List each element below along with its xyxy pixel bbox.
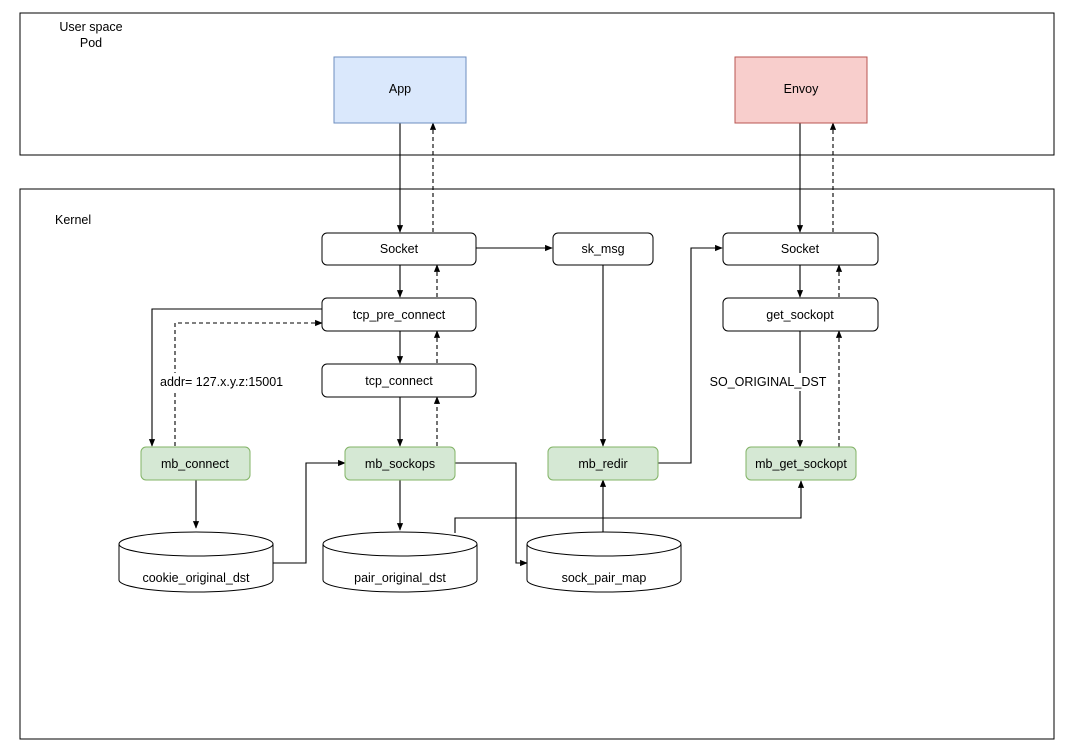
edge-pair-original-dst-to-mb-get-sockopt: [454, 480, 805, 533]
tcp-pre-connect-node[interactable]: tcp_pre_connect: [321, 297, 477, 332]
socket-left-label: Socket: [380, 242, 419, 256]
tcp-pre-connect-label: tcp_pre_connect: [353, 308, 446, 322]
mb-redir-node[interactable]: mb_redir: [547, 446, 659, 481]
get-sockopt-node[interactable]: get_sockopt: [722, 297, 879, 332]
envoy-node[interactable]: Envoy: [734, 56, 868, 124]
user-space-region: User space Pod: [19, 12, 1055, 156]
mb-get-sockopt-label: mb_get_sockopt: [755, 457, 847, 471]
get-sockopt-label: get_sockopt: [766, 308, 834, 322]
app-node[interactable]: App: [333, 56, 467, 124]
edge-label-so-original-dst: SO_ORIGINAL_DST: [710, 375, 827, 389]
edge-mb-connect-to-tcp-pre-connect: [174, 319, 323, 446]
mb-sockops-label: mb_sockops: [365, 457, 435, 471]
cookie-original-dst-map[interactable]: cookie_original_dst: [118, 531, 274, 593]
mb-sockops-node[interactable]: mb_sockops: [344, 446, 456, 481]
edge-label-addr: addr= 127.x.y.z:15001: [160, 375, 283, 389]
tcp-connect-label: tcp_connect: [365, 374, 433, 388]
socket-right-label: Socket: [781, 242, 820, 256]
user-space-title: User space: [59, 20, 122, 34]
edge-cookie-to-mb-sockops: [273, 459, 346, 564]
mb-get-sockopt-node[interactable]: mb_get_sockopt: [745, 446, 857, 481]
socket-left-node[interactable]: Socket: [321, 232, 477, 266]
edges: [148, 122, 843, 567]
app-label: App: [389, 82, 411, 96]
mb-redir-label: mb_redir: [578, 457, 627, 471]
envoy-label: Envoy: [784, 82, 819, 96]
edge-tcp-pre-connect-to-mb-connect: [148, 308, 322, 447]
sock-pair-map[interactable]: sock_pair_map: [526, 531, 682, 593]
pair-original-dst-map[interactable]: pair_original_dst: [322, 531, 478, 593]
pod-title: Pod: [80, 36, 102, 50]
tcp-connect-node[interactable]: tcp_connect: [321, 363, 477, 398]
socket-right-node[interactable]: Socket: [722, 232, 879, 266]
edge-mb-sockops-to-sock-pair-map: [455, 462, 528, 567]
kernel-title: Kernel: [55, 213, 91, 227]
mb-connect-node[interactable]: mb_connect: [140, 446, 251, 481]
cookie-original-dst-label: cookie_original_dst: [142, 571, 250, 585]
edge-mb-redir-to-socket-right: [658, 244, 723, 464]
sock-pair-map-label: sock_pair_map: [562, 571, 647, 585]
pair-original-dst-label: pair_original_dst: [354, 571, 446, 585]
sk-msg-label: sk_msg: [581, 242, 624, 256]
sk-msg-node[interactable]: sk_msg: [552, 232, 654, 266]
mb-connect-label: mb_connect: [161, 457, 230, 471]
